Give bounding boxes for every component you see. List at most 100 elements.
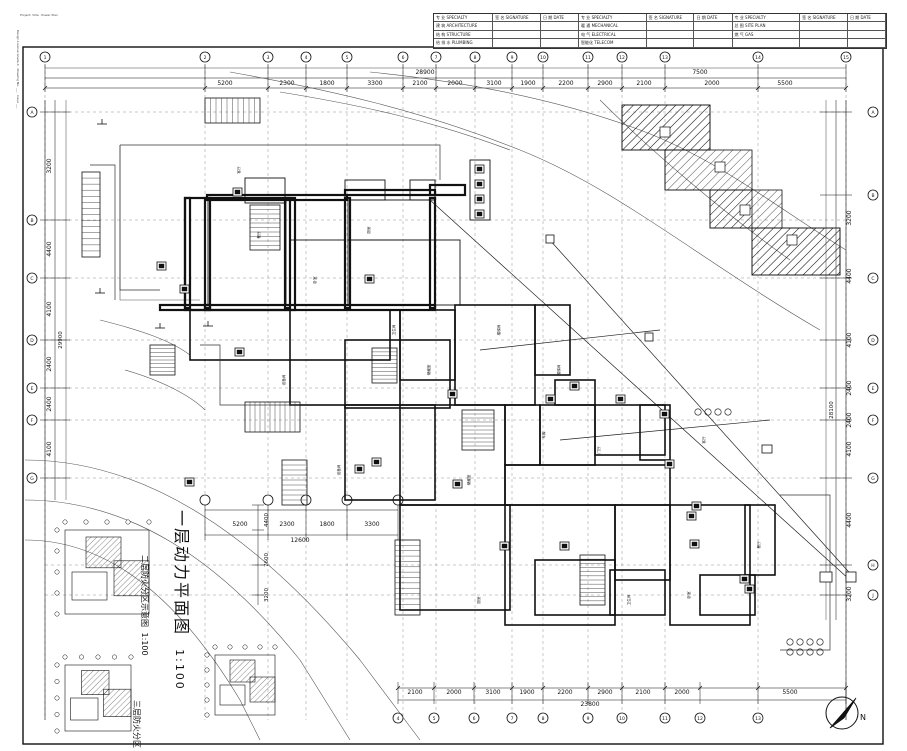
adjacent-building — [664, 149, 753, 191]
grid-bubble-label: 8 — [474, 55, 477, 61]
wall-block — [534, 304, 571, 376]
zone-bubble — [79, 654, 84, 660]
dim-slash — [697, 685, 703, 691]
wall-block — [454, 304, 536, 406]
dim-slash — [540, 685, 546, 691]
wall-block — [669, 504, 751, 626]
dim-text-bottom-total: 23800 — [580, 701, 599, 708]
dim-text-top-total: 28900 — [415, 69, 434, 76]
dim-slash — [344, 85, 350, 91]
grid-bubble-top — [199, 51, 211, 63]
bldg-label-box — [739, 204, 751, 216]
wall — [343, 196, 352, 310]
grid-bubble-right — [867, 382, 879, 394]
dim-text-bottom: 2100 — [635, 689, 650, 696]
grid-bubble-label: 12 — [619, 55, 625, 61]
stamp-cell — [493, 22, 541, 31]
bldg-label-box — [786, 234, 798, 246]
equipment-symbol — [796, 638, 804, 646]
grid-bubble-top — [397, 51, 409, 63]
wall-block — [539, 404, 596, 466]
site-contour — [24, 459, 421, 741]
wall-block — [534, 559, 616, 616]
dim-text-bottom: 2000 — [674, 689, 689, 696]
room-outline — [207, 199, 287, 306]
grid-bubble-right — [867, 472, 879, 484]
dim-text-lower: 7600 — [264, 553, 270, 567]
room-label: 设备间 — [336, 464, 341, 475]
dim-slash — [619, 685, 625, 691]
zone-bubble — [54, 728, 60, 734]
room-label: 储藏室 — [426, 364, 431, 375]
stamp-cell: 智能化 TELECOM — [579, 39, 647, 48]
panel-core — [476, 211, 483, 217]
room-outline — [469, 159, 491, 221]
wall — [183, 196, 297, 312]
site-contour — [99, 319, 191, 356]
zone-room — [70, 697, 99, 721]
grid-bubble-right — [867, 272, 879, 284]
zone-bubble — [54, 662, 60, 668]
dim-text-left: 4400 — [46, 241, 53, 256]
grid-bubble-label: 2 — [204, 55, 207, 61]
zone-bubble — [204, 682, 210, 688]
wall — [343, 188, 437, 197]
grid-bubble-top — [840, 51, 852, 63]
room-outline — [244, 177, 286, 204]
sub-title-2: 三层防火分区 — [131, 700, 142, 748]
stamp-cell: 总 图 SITE PLAN — [732, 22, 801, 31]
wall-block — [344, 404, 436, 501]
grid-bubble-label: 7 — [511, 716, 514, 722]
room-label: 储藏室 — [466, 474, 471, 485]
stamp-cell: 签 名 SIGNATURE — [493, 14, 541, 23]
panel-core — [476, 166, 483, 172]
grid-bubble-label: A — [871, 110, 875, 116]
equipment-symbol — [816, 638, 824, 646]
grid-bubble-top — [300, 51, 312, 63]
zone-bubble — [146, 519, 152, 525]
zone-bubble — [204, 697, 210, 703]
room-label: 楼梯间 — [496, 324, 501, 335]
grid-bubble-label: 13 — [662, 55, 668, 61]
panel-core — [547, 396, 554, 402]
dim-slash — [265, 85, 271, 91]
dim-text-mid: 1800 — [319, 521, 334, 528]
grid-bubble-label: 5 — [433, 716, 436, 722]
grid-bubble-bottom — [392, 712, 404, 724]
dim-text-top: 3300 — [367, 80, 382, 87]
dim-text-left: 3200 — [46, 158, 53, 173]
grid-bubble-label: 7 — [435, 55, 438, 61]
sub-title-1: 二层防火分区示意图 1:100 — [139, 555, 150, 656]
equipment-symbol — [724, 408, 732, 416]
zone-bubble — [54, 527, 60, 533]
dim-text-right: 4400 — [846, 268, 853, 283]
wall — [158, 303, 212, 312]
stamp-cell — [646, 39, 695, 48]
grid-bubble-right — [867, 414, 879, 426]
zone-bubble — [204, 712, 210, 718]
panel-core — [741, 576, 748, 582]
top-edge-notes: Project: Villa · Power Plan — [20, 13, 58, 17]
junction-box — [845, 571, 857, 583]
stamp-cell: 日 期 DATE — [694, 14, 733, 23]
dim-text-bottom: 3100 — [485, 689, 500, 696]
panel-core — [454, 481, 461, 487]
stamp-cell — [800, 22, 848, 31]
zone-bubble — [212, 644, 218, 650]
dim-slash — [431, 685, 437, 691]
grid-bubble-bottom — [752, 712, 764, 724]
grid-bubble-label: 11 — [585, 55, 591, 61]
panel-core — [236, 349, 243, 355]
equipment-symbol — [694, 408, 702, 416]
stamp-cell — [646, 22, 695, 31]
dim-text-right: 4100 — [846, 332, 853, 347]
room-label: 餐厅 — [756, 541, 761, 549]
panel-core — [688, 513, 695, 519]
site-contour — [279, 91, 511, 151]
zone-bubble — [54, 695, 60, 701]
stamp-cell — [694, 39, 733, 48]
site-contour — [119, 145, 200, 301]
junction-box — [545, 234, 555, 244]
